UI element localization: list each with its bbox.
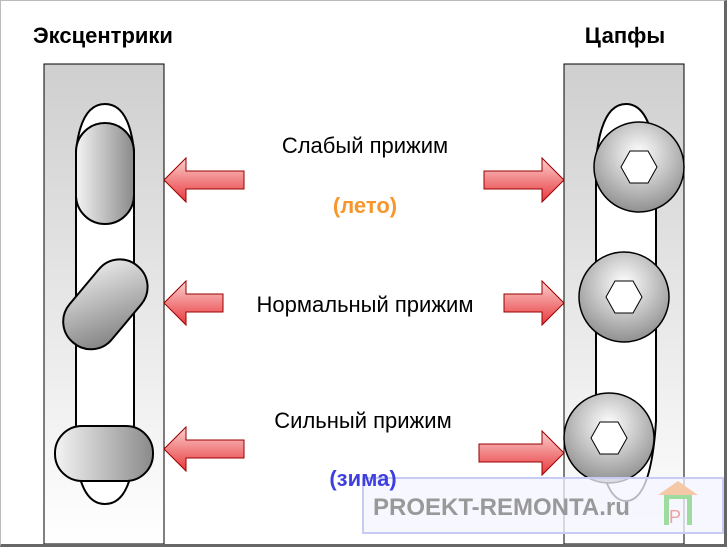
eccentric-normal — [62, 258, 149, 351]
label-weak-clamp: Слабый прижим — [282, 133, 448, 158]
eccentric-strip — [43, 63, 165, 544]
arrow-right-icon — [503, 279, 565, 327]
hexagon-icon — [590, 421, 628, 455]
trunnion-normal — [578, 251, 670, 343]
arrow-left-icon — [163, 279, 224, 327]
label-normal-clamp: Нормальный прижим — [257, 292, 474, 317]
label-winter: (зима) — [329, 466, 396, 491]
hexagon-icon — [605, 280, 643, 314]
heading-eccentrics: Эксцентрики — [33, 23, 173, 48]
watermark-text: PROEKT-REMONTA.ru — [373, 494, 630, 521]
hexagon-icon — [620, 150, 658, 184]
heading-trunnions: Цапфы — [585, 23, 665, 48]
watermark: PROEKT-REMONTA.ru P — [362, 477, 724, 534]
eccentric-weak — [75, 122, 135, 225]
trunnion-strip — [563, 63, 685, 544]
eccentric-strong — [54, 425, 154, 482]
arrow-right-icon — [483, 156, 565, 204]
arrow-right-icon — [478, 429, 565, 477]
label-summer: (лето) — [333, 193, 397, 218]
trunnion-strong — [563, 392, 655, 484]
trunnion-weak — [593, 121, 685, 213]
arrow-left-icon — [163, 156, 245, 204]
svg-text:P: P — [669, 507, 681, 527]
label-strong-clamp: Сильный прижим — [274, 408, 451, 433]
house-logo-icon: P — [658, 481, 698, 527]
arrow-left-icon — [163, 425, 245, 473]
